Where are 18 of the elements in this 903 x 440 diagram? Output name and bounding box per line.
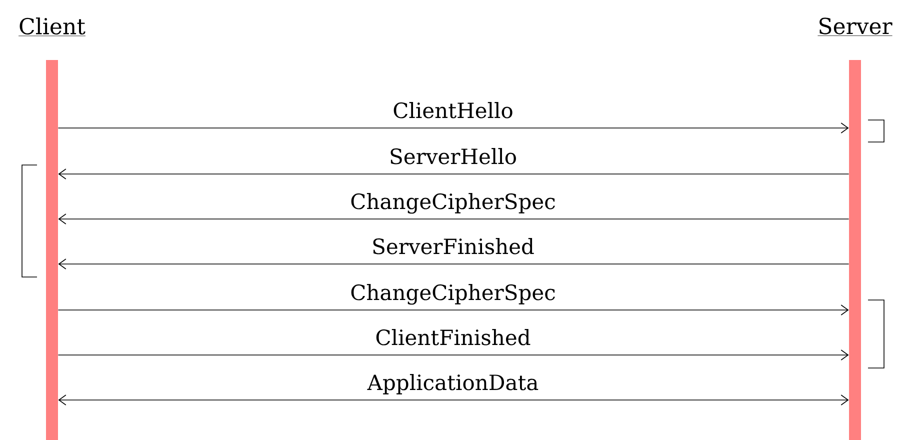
edge-label: ChangeCipherSpec bbox=[349, 192, 557, 215]
edge-label: ClientFinished bbox=[374, 328, 532, 346]
arrow bbox=[58, 394, 849, 406]
edge-label: ClientHello bbox=[392, 101, 514, 120]
arrow bbox=[58, 168, 850, 180]
arrow bbox=[58, 304, 849, 316]
edge-label: ChangeCipherSpec bbox=[349, 283, 557, 306]
lifeline-heading: Server bbox=[818, 18, 892, 36]
edge-label: ServerHello bbox=[388, 147, 518, 166]
arrow bbox=[58, 350, 849, 360]
arrow bbox=[58, 122, 849, 134]
arrow bbox=[58, 214, 850, 224]
lifeline-bar bbox=[849, 60, 861, 440]
lifeline-bar bbox=[46, 60, 58, 440]
arrow bbox=[58, 258, 850, 270]
edge-label: ApplicationData bbox=[366, 373, 540, 396]
edge-label: ServerFinished bbox=[370, 237, 536, 256]
lifeline-heading: Client bbox=[18, 17, 86, 36]
